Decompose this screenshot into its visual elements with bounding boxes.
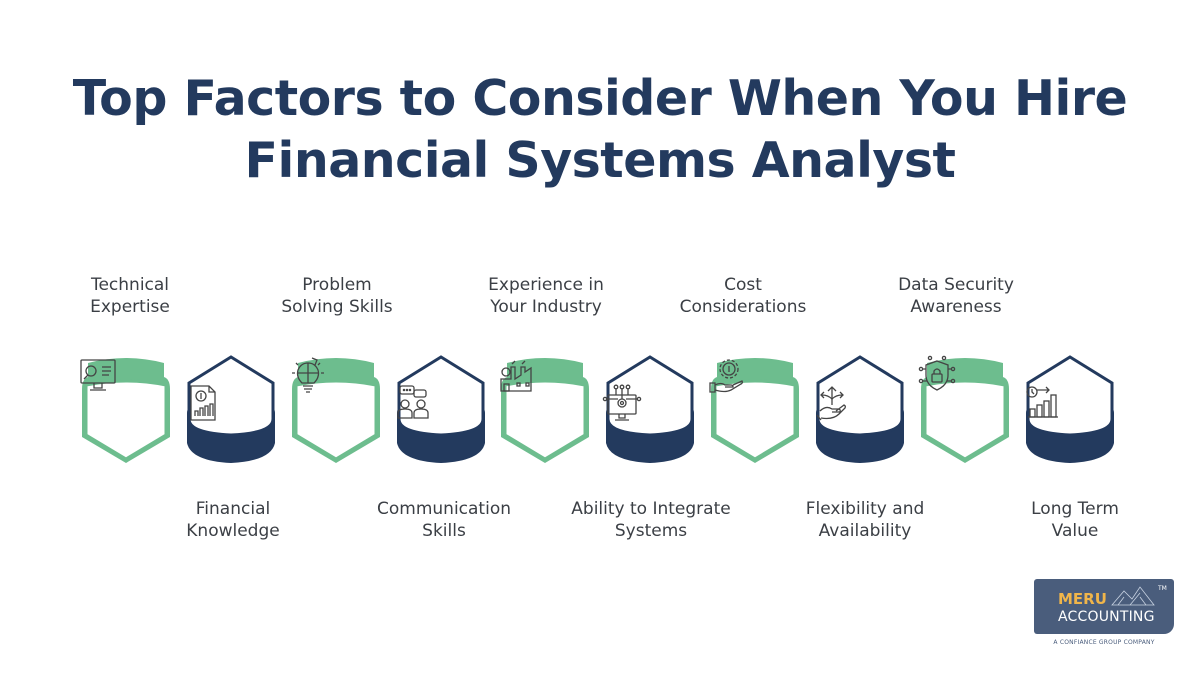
title-line-2: Financial Systems Analyst bbox=[244, 132, 956, 189]
factor-badge-communication bbox=[393, 353, 489, 465]
shield-lock-icon bbox=[918, 355, 956, 391]
logo-subbrand: ACCOUNTING bbox=[1058, 609, 1155, 625]
mountain-icon bbox=[1111, 586, 1155, 606]
factor-badge-long-term-value bbox=[1022, 353, 1118, 465]
factor-badge-problem-solving bbox=[288, 355, 384, 467]
people-chat-icon bbox=[397, 385, 429, 419]
logo-tagline: A CONFIANCE GROUP COMPANY bbox=[1053, 639, 1155, 646]
title-line-1: Top Factors to Consider When You Hire bbox=[72, 70, 1128, 127]
monitor-network-gear-icon bbox=[602, 384, 642, 421]
factory-icon bbox=[500, 360, 532, 392]
page-title: Top Factors to Consider When You Hire Fi… bbox=[0, 68, 1200, 192]
growth-chart-icon bbox=[1026, 386, 1058, 418]
factor-badge-flexibility bbox=[812, 353, 908, 465]
lightbulb-puzzle-icon bbox=[292, 357, 324, 393]
factor-badge-financial-knowledge bbox=[183, 353, 279, 465]
factor-badge-technical-expertise bbox=[78, 355, 174, 467]
hand-arrows-icon bbox=[816, 386, 846, 421]
financial-report-icon bbox=[190, 385, 216, 421]
factor-badge-industry-experience bbox=[497, 355, 593, 467]
computer-settings-icon bbox=[80, 359, 116, 391]
meru-accounting-logo: MERU TM ACCOUNTING bbox=[1034, 579, 1174, 634]
factor-badge-integrate-systems bbox=[602, 353, 698, 465]
factor-badge-data-security bbox=[917, 355, 1013, 467]
logo-brand: MERU bbox=[1058, 590, 1107, 608]
hand-coin-gear-icon bbox=[709, 359, 743, 393]
logo-trademark: TM bbox=[1158, 585, 1167, 592]
factor-badge-cost-considerations bbox=[707, 355, 803, 467]
